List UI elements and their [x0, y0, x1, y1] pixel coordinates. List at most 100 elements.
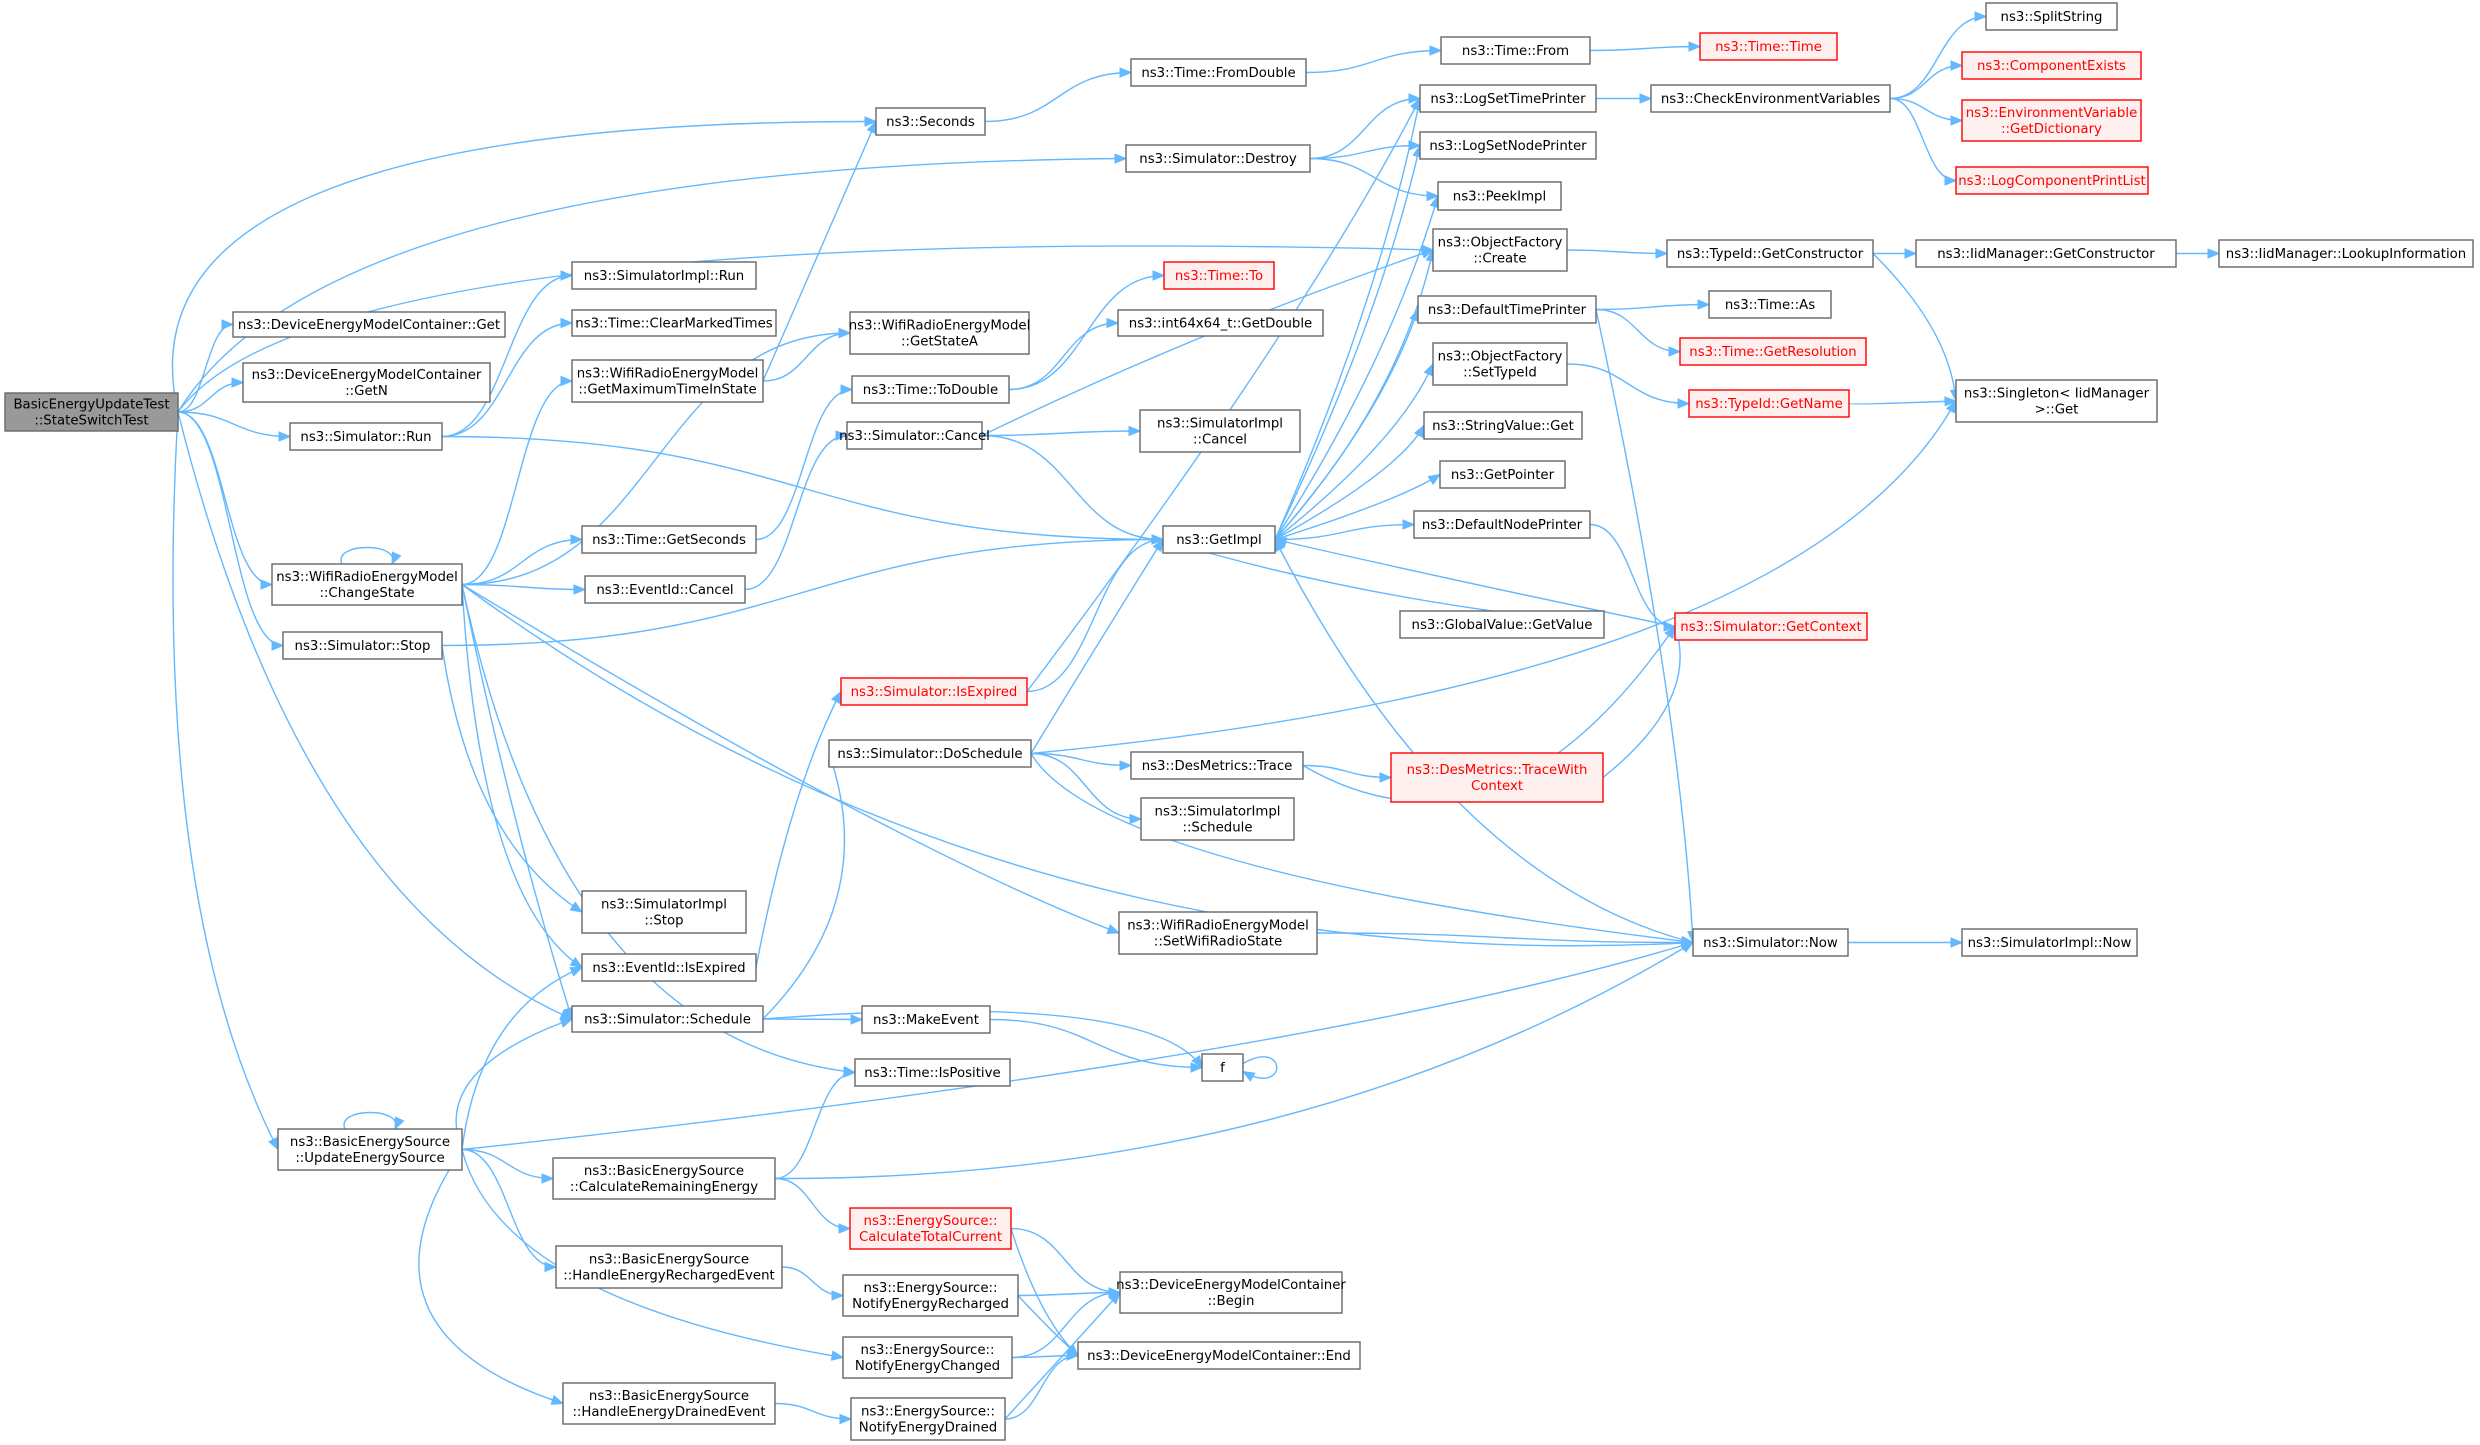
- node-label-line: ns3::EnergySource::: [864, 1281, 998, 1296]
- edge-arrowhead: [569, 901, 584, 913]
- node-ns3-seconds[interactable]: ns3::Seconds: [875, 107, 986, 136]
- node-ns3-defaultnodeprinter[interactable]: ns3::DefaultNodePrinter: [1413, 510, 1591, 539]
- node-ns3-environmentvariable-getdictionary[interactable]: ns3::EnvironmentVariable::GetDictionary: [1961, 99, 2142, 142]
- node-ns3-typeid-getconstructor[interactable]: ns3::TypeId::GetConstructor: [1666, 239, 1874, 268]
- node-ns3-deviceenergymodelcontainer-get[interactable]: ns3::DeviceEnergyModelContainer::Get: [232, 311, 506, 338]
- node-ns3-eventid-isexpired[interactable]: ns3::EventId::IsExpired: [581, 953, 757, 982]
- node-ns3-basicenergysource-handleenergyrechargedevent[interactable]: ns3::BasicEnergySource::HandleEnergyRech…: [555, 1245, 783, 1289]
- node-ns3-deviceenergymodelcontainer-end[interactable]: ns3::DeviceEnergyModelContainer::End: [1077, 1341, 1361, 1370]
- node-box: [1419, 84, 1597, 113]
- node-ns3-time-todouble[interactable]: ns3::Time::ToDouble: [851, 375, 1010, 404]
- edge-line: [1274, 425, 1425, 541]
- node-ns3-typeid-getname[interactable]: ns3::TypeId::GetName: [1688, 389, 1850, 418]
- node-ns3-deviceenergymodelcontainer-begin[interactable]: ns3::DeviceEnergyModelContainer::Begin: [1116, 1271, 1346, 1314]
- node-ns3-time-as[interactable]: ns3::Time::As: [1708, 290, 1832, 319]
- node-ns3-time-fromdouble[interactable]: ns3::Time::FromDouble: [1130, 58, 1307, 87]
- node-ns3-singleton-iidmanager-get[interactable]: ns3::Singleton< IidManager >::Get: [1955, 379, 2158, 423]
- node-ns3-globalvalue-getvalue[interactable]: ns3::GlobalValue::GetValue: [1399, 610, 1605, 639]
- node-ns3-time-to[interactable]: ns3::Time::To: [1163, 261, 1275, 290]
- node-ns3-basicenergysource-updateenergysource[interactable]: ns3::BasicEnergySource::UpdateEnergySour…: [277, 1128, 463, 1171]
- node-box: [1666, 239, 1874, 268]
- node-ns3-simulatorimpl-cancel[interactable]: ns3::SimulatorImpl::Cancel: [1139, 409, 1301, 453]
- node-ns3-int64x64-t-getdouble[interactable]: ns3::int64x64_t::GetDouble: [1117, 309, 1324, 337]
- node-ns3-desmetrics-trace[interactable]: ns3::DesMetrics::Trace: [1130, 751, 1304, 780]
- edge-line: [177, 411, 273, 586]
- node-ns3-time-ispositive[interactable]: ns3::Time::IsPositive: [854, 1058, 1011, 1087]
- node-ns3-splitstring[interactable]: ns3::SplitString: [1985, 2, 2118, 31]
- edge-arrowhead: [840, 384, 854, 395]
- node-label-line: CalculateTotalCurrent: [859, 1230, 1002, 1245]
- edge-line: [762, 1018, 863, 1021]
- node-ns3-iidmanager-lookupinformation[interactable]: ns3::IidManager::LookupInformation: [2218, 239, 2474, 268]
- edge-line: [774, 941, 1694, 1180]
- node-ns3-basicenergysource-handleenergydrainedevent[interactable]: ns3::BasicEnergySource::HandleEnergyDrai…: [562, 1382, 776, 1425]
- node-ns3-simulator-destroy[interactable]: ns3::Simulator::Destroy: [1125, 144, 1311, 173]
- node-ns3-basicenergysource-calculateremainingenergy[interactable]: ns3::BasicEnergySource::CalculateRemaini…: [552, 1157, 776, 1200]
- node-ns3-logcomponentprintlist[interactable]: ns3::LogComponentPrintList: [1955, 166, 2149, 195]
- node-box: [289, 422, 443, 451]
- node-box: [232, 311, 506, 338]
- edge-arrowhead: [1413, 424, 1425, 439]
- node-ns3-simulator-getcontext[interactable]: ns3::Simulator::GetContext: [1674, 612, 1868, 641]
- call-edge-n5-to-n13: [441, 645, 584, 913]
- node-ns3-simulator-run[interactable]: ns3::Simulator::Run: [289, 422, 443, 451]
- node-ns3-energysource-calculatetotalcurrent[interactable]: ns3::EnergySource::CalculateTotalCurrent: [849, 1207, 1012, 1250]
- call-edge-n6-to-n18: [418, 1149, 565, 1405]
- node-f[interactable]: f: [1201, 1053, 1244, 1082]
- edge-arrowhead: [2207, 248, 2221, 259]
- node-box: [1440, 36, 1591, 65]
- node-label-line: ns3::Time::From: [1462, 44, 1569, 59]
- node-ns3-objectfactory-create[interactable]: ns3::ObjectFactory::Create: [1432, 228, 1568, 272]
- node-ns3-energysource-notifyenergyrecharged[interactable]: ns3::EnergySource::NotifyEnergyRecharged: [842, 1274, 1019, 1317]
- node-ns3-defaulttimeprinter[interactable]: ns3::DefaultTimePrinter: [1417, 295, 1597, 324]
- node-ns3-checkenvironmentvariables[interactable]: ns3::CheckEnvironmentVariables: [1650, 84, 1891, 113]
- node-ns3-logsettimeprinter[interactable]: ns3::LogSetTimePrinter: [1419, 84, 1597, 113]
- edge-arrowhead: [569, 956, 584, 969]
- node-ns3-simulatorimpl-stop[interactable]: ns3::SimulatorImpl::Stop: [581, 890, 747, 934]
- node-ns3-time-clearmarkedtimes[interactable]: ns3::Time::ClearMarkedTimes: [571, 309, 777, 337]
- node-ns3-simulatorimpl-run[interactable]: ns3::SimulatorImpl::Run: [571, 261, 757, 290]
- node-ns3-logsetnodeprinter[interactable]: ns3::LogSetNodePrinter: [1419, 131, 1597, 160]
- node-ns3-wifiradioenergymodel-setwifiradiostate[interactable]: ns3::WifiRadioEnergyModel::SetWifiRadioS…: [1118, 911, 1318, 955]
- node-ns3-objectfactory-settypeid[interactable]: ns3::ObjectFactory::SetTypeId: [1432, 342, 1568, 386]
- node-ns3-stringvalue-get[interactable]: ns3::StringValue::Get: [1423, 411, 1583, 440]
- call-edge-n14-to-n24: [755, 690, 842, 968]
- node-ns3-wifiradioenergymodel-changestate[interactable]: ns3::WifiRadioEnergyModel::ChangeState: [271, 563, 463, 606]
- node-ns3-simulatorimpl-now[interactable]: ns3::SimulatorImpl::Now: [1961, 928, 2138, 957]
- node-label-line: ns3::TypeId::GetConstructor: [1677, 247, 1864, 262]
- node-ns3-makeevent[interactable]: ns3::MakeEvent: [861, 1005, 991, 1034]
- node-label-line: ::CalculateRemainingEnergy: [570, 1180, 758, 1195]
- node-ns3-time-time[interactable]: ns3::Time::Time: [1699, 32, 1838, 61]
- node-ns3-eventid-cancel[interactable]: ns3::EventId::Cancel: [584, 575, 746, 604]
- node-ns3-simulator-isexpired[interactable]: ns3::Simulator::IsExpired: [840, 677, 1028, 706]
- call-edge-n25-to-n36: [1030, 752, 1133, 771]
- node-ns3-wifiradioenergymodel-getstatea[interactable]: ns3::WifiRadioEnergyModel::GetStateA: [849, 311, 1031, 355]
- node-ns3-simulator-schedule[interactable]: ns3::Simulator::Schedule: [571, 1005, 764, 1033]
- node-ns3-getimpl[interactable]: ns3::GetImpl: [1162, 525, 1276, 554]
- node-ns3-time-getresolution[interactable]: ns3::Time::GetResolution: [1679, 337, 1867, 366]
- node-label-line: ns3::Singleton< IidManager: [1964, 387, 2150, 402]
- node-ns3-simulator-doschedule[interactable]: ns3::Simulator::DoSchedule: [828, 739, 1032, 768]
- node-ns3-time-from[interactable]: ns3::Time::From: [1440, 36, 1591, 65]
- node-ns3-getpointer[interactable]: ns3::GetPointer: [1439, 460, 1566, 489]
- node-ns3-simulatorimpl-schedule[interactable]: ns3::SimulatorImpl::Schedule: [1140, 797, 1295, 841]
- edge-arrowhead: [569, 966, 584, 977]
- node-basicenergyupdatetest-stateswitchtest[interactable]: BasicEnergyUpdateTest::StateSwitchTest: [4, 392, 179, 432]
- node-ns3-time-getseconds[interactable]: ns3::Time::GetSeconds: [581, 525, 757, 554]
- node-ns3-peekimpl[interactable]: ns3::PeekImpl: [1437, 181, 1562, 211]
- node-ns3-energysource-notifyenergychanged[interactable]: ns3::EnergySource::NotifyEnergyChanged: [842, 1336, 1013, 1379]
- node-box: [1119, 1271, 1343, 1314]
- call-edge-n23-to-n35: [981, 434, 1165, 545]
- node-ns3-iidmanager-getconstructor[interactable]: ns3::IidManager::GetConstructor: [1915, 239, 2177, 268]
- node-ns3-energysource-notifyenergydrained[interactable]: ns3::EnergySource::NotifyEnergyDrained: [850, 1397, 1006, 1441]
- node-label-line: ns3::Simulator::IsExpired: [851, 685, 1018, 700]
- node-box: [242, 362, 491, 403]
- node-ns3-wifiradioenergymodel-getmaximumtimeinstate[interactable]: ns3::WifiRadioEnergyModel::GetMaximumTim…: [571, 359, 764, 403]
- node-label-line: ns3::SimulatorImpl::Run: [584, 269, 744, 284]
- node-ns3-deviceenergymodelcontainer-getn[interactable]: ns3::DeviceEnergyModelContainer::GetN: [242, 362, 491, 403]
- node-ns3-simulator-stop[interactable]: ns3::Simulator::Stop: [282, 631, 443, 660]
- node-ns3-componentexists[interactable]: ns3::ComponentExists: [1961, 51, 2142, 80]
- node-ns3-simulator-cancel[interactable]: ns3::Simulator::Cancel: [839, 421, 990, 450]
- node-ns3-simulator-now[interactable]: ns3::Simulator::Now: [1692, 928, 1849, 957]
